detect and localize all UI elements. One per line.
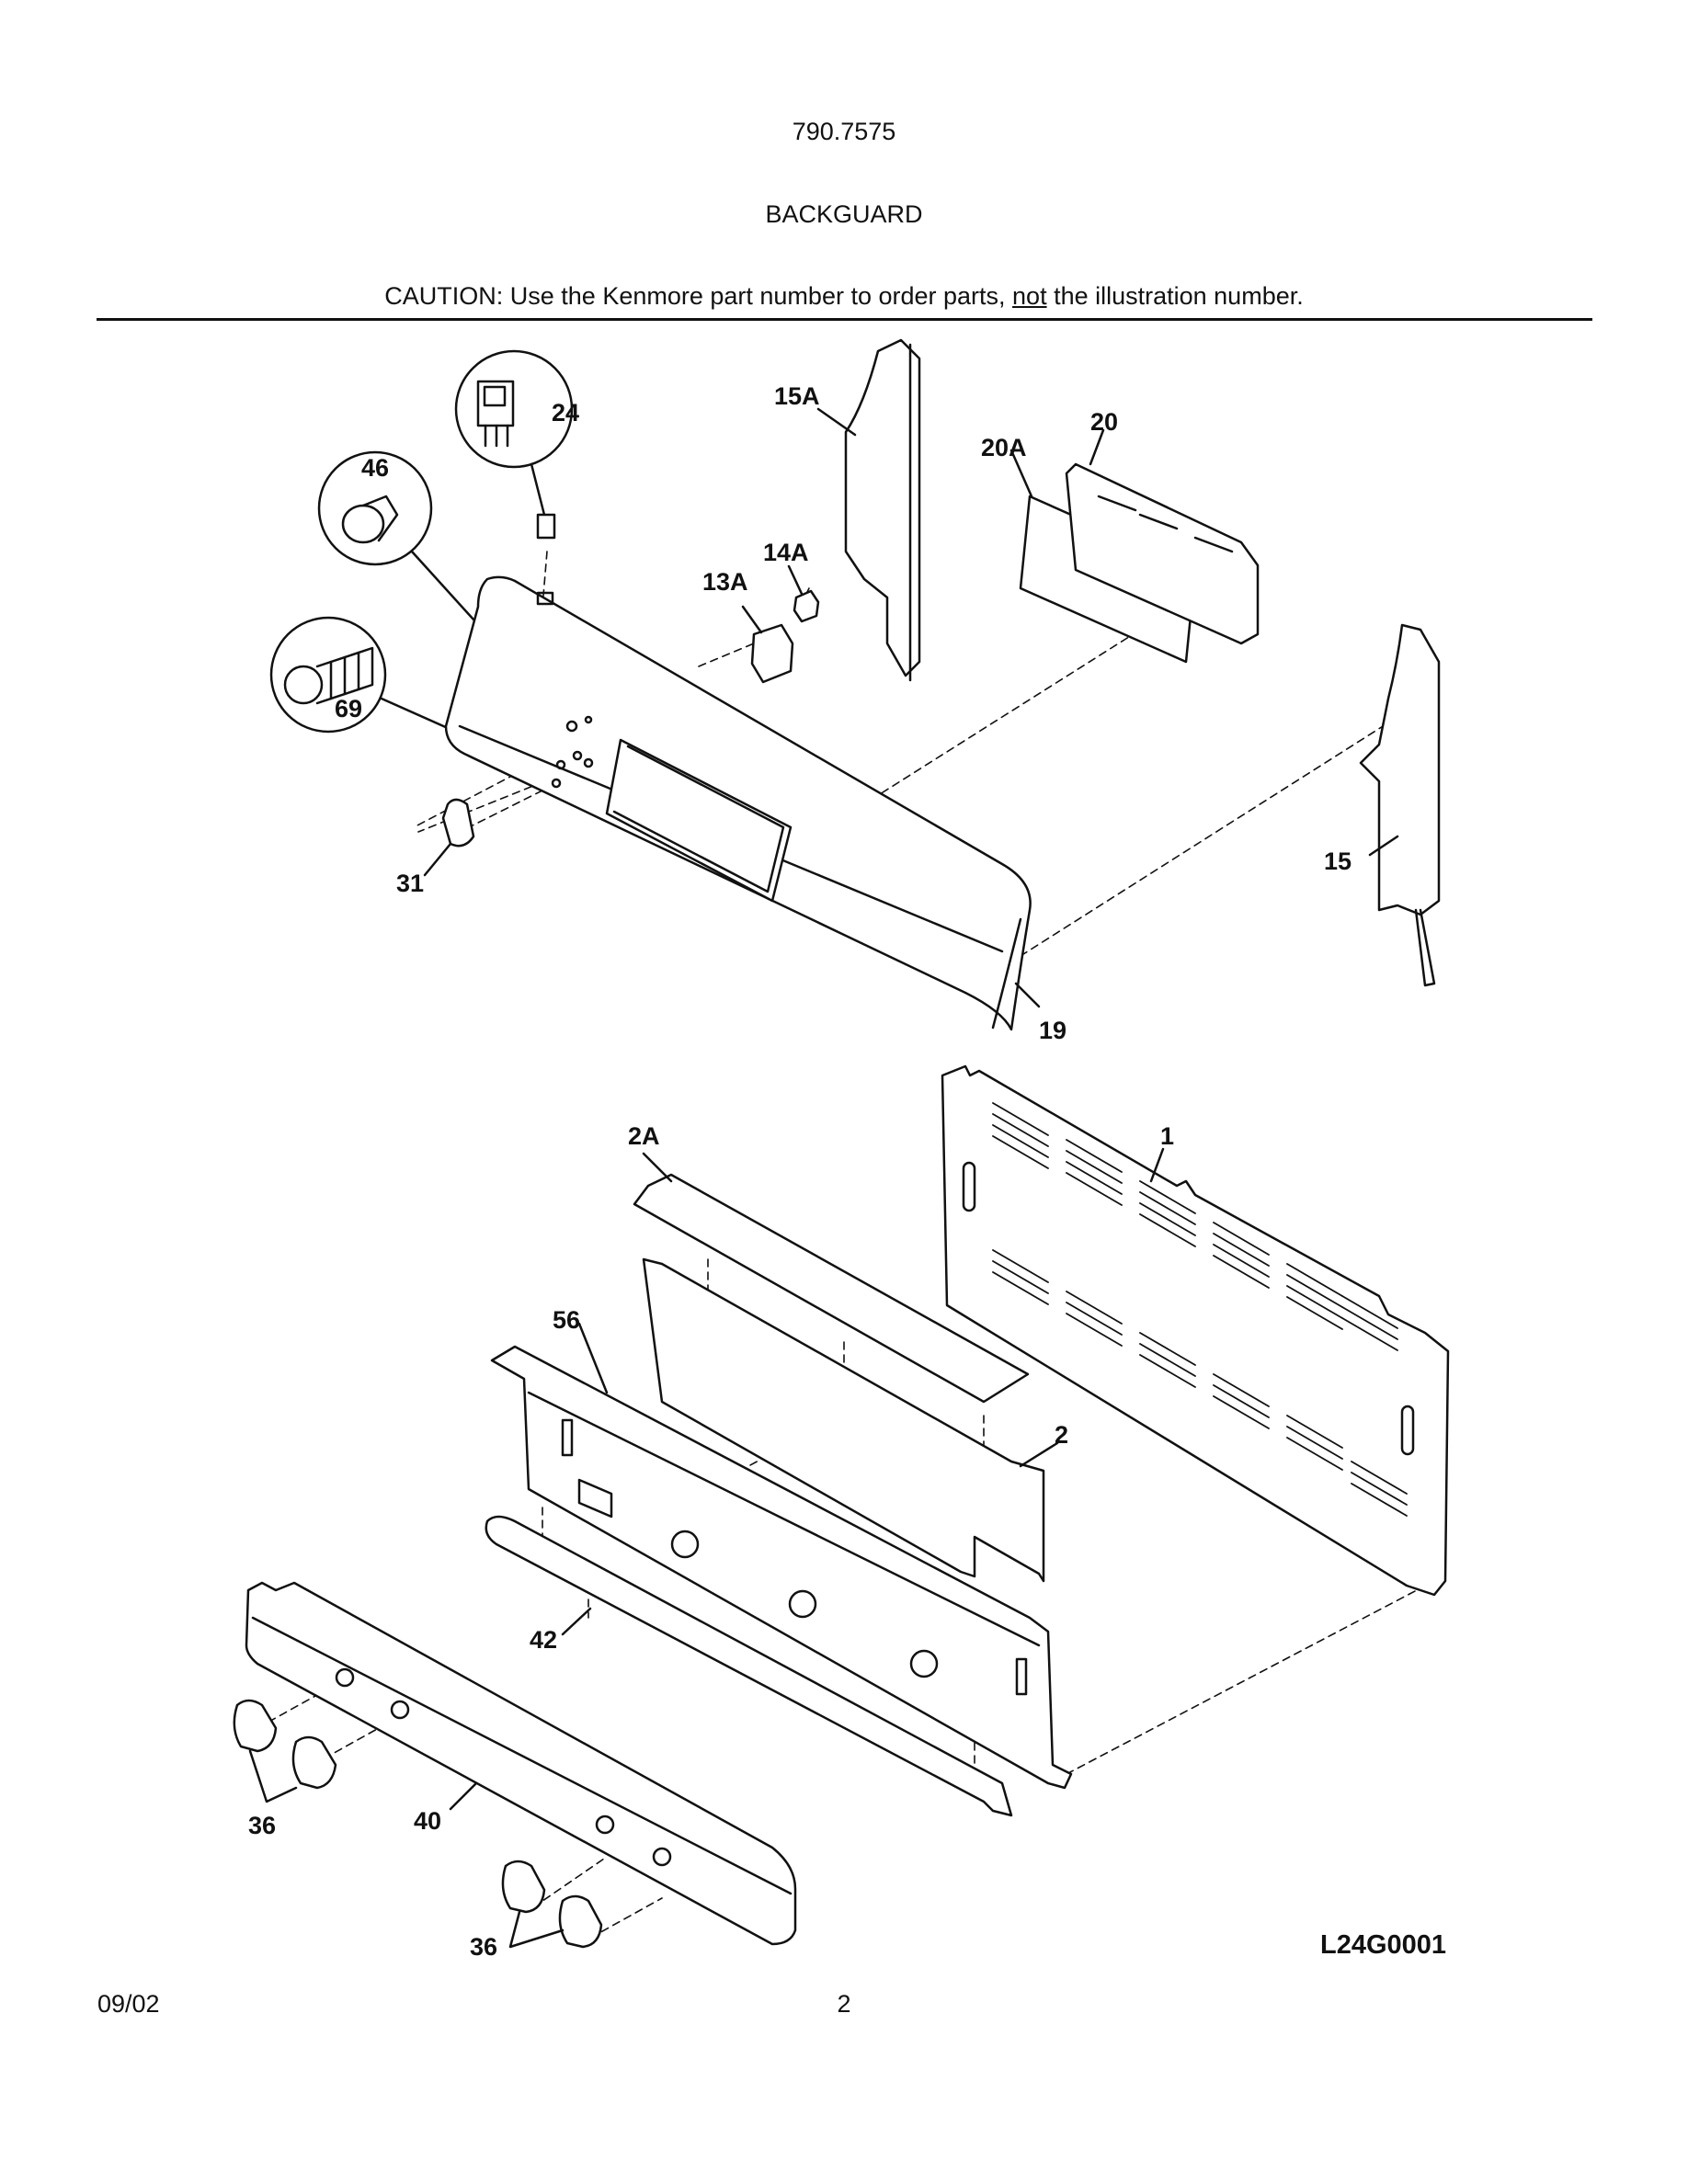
part-19-backguard-panel — [444, 575, 1032, 1031]
drawing-code: L24G0001 — [1320, 1930, 1447, 1960]
part-15a-bracket — [816, 338, 921, 682]
callout-31: 31 — [396, 870, 424, 897]
part-36-knobs-left — [233, 1699, 337, 1803]
callout-13a: 13A — [702, 568, 748, 596]
callout-46: 46 — [361, 454, 389, 482]
callout-69: 69 — [335, 695, 362, 722]
part-14a-switch — [787, 564, 820, 623]
part-1-rear-panel — [941, 1064, 1450, 1597]
revision-date: 09/02 — [97, 1990, 160, 2018]
part-40-knob-housing — [245, 1581, 797, 1946]
part-36-knobs-right — [501, 1860, 603, 1949]
backguard-exploded-diagram: 24 46 69 31 13A 14A 15A 20A 20 15 19 2A … — [233, 338, 1450, 1961]
callout-36-left: 36 — [248, 1812, 276, 1839]
caution-note: CAUTION: Use the Kenmore part number to … — [0, 282, 1688, 311]
callout-42: 42 — [530, 1626, 557, 1654]
leader-19 — [1014, 982, 1041, 1008]
callout-40: 40 — [414, 1807, 441, 1835]
callout-20: 20 — [1090, 408, 1118, 436]
callout-2a: 2A — [628, 1122, 660, 1150]
callout-15a: 15A — [774, 382, 820, 410]
callout-56: 56 — [553, 1306, 580, 1334]
callout-14a: 14A — [763, 539, 809, 566]
part-24-rocker-switch — [454, 349, 574, 540]
part-13a-switch — [741, 605, 794, 684]
callout-1: 1 — [1160, 1122, 1174, 1150]
callout-15: 15 — [1324, 847, 1352, 875]
page-number: 2 — [837, 1990, 851, 2018]
callout-19: 19 — [1039, 1017, 1066, 1044]
part-31-knob — [423, 798, 475, 877]
callout-2: 2 — [1055, 1421, 1068, 1449]
model-number: 790.7575 — [792, 118, 896, 145]
part-56-channel — [490, 1322, 1073, 1790]
caution-text-prefix: CAUTION: Use the Kenmore part number to … — [384, 282, 1013, 310]
callout-24: 24 — [552, 399, 579, 427]
part-2-panel — [642, 1257, 1059, 1583]
part-2a-strip — [633, 1152, 1030, 1404]
part-42-trim — [485, 1515, 1013, 1817]
part-15-bracket — [1359, 623, 1441, 987]
header-rule — [97, 318, 1592, 321]
section-title: BACKGUARD — [765, 200, 923, 228]
callout-20a: 20A — [981, 434, 1027, 461]
part-20-control-board — [1065, 428, 1260, 645]
caution-text-suffix: the illustration number. — [1046, 282, 1304, 310]
callout-36-right: 36 — [470, 1933, 497, 1961]
caution-text-emphasis: not — [1012, 282, 1047, 310]
